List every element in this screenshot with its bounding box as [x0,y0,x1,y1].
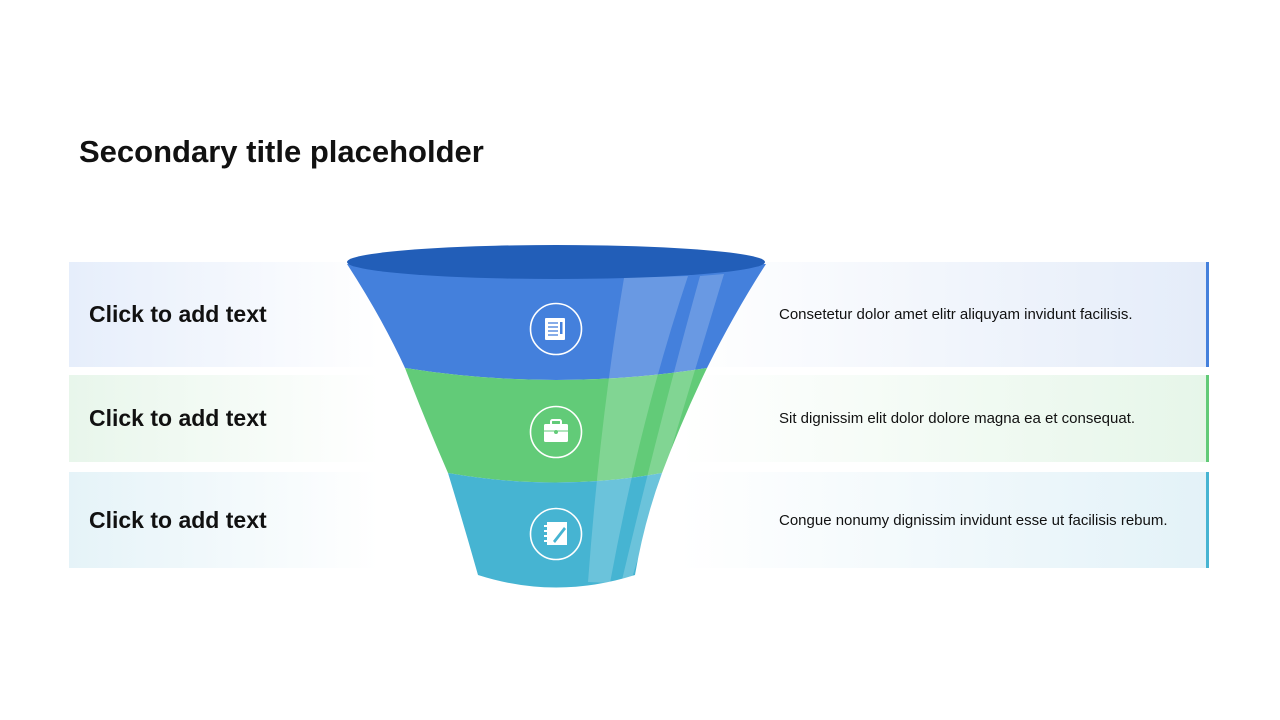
left-label-band-2[interactable]: Click to add text [69,375,379,462]
left-label-band-1[interactable]: Click to add text [69,262,379,367]
description-text[interactable]: Consetetur dolor amet elitr aliquyam inv… [779,306,1133,323]
label-text[interactable]: Click to add text [89,506,267,533]
description-text[interactable]: Sit dignissim elit dolor dolore magna ea… [779,410,1136,427]
briefcase-icon [529,405,583,459]
label-text[interactable]: Click to add text [89,405,267,431]
right-description-band-2[interactable]: Sit dignissim elit dolor dolore magna ea… [680,375,1209,462]
label-text[interactable]: Click to add text [89,301,267,327]
notebook-edit-icon [529,507,583,561]
funnel-top-rim [347,245,765,279]
description-text[interactable]: Congue nonumy dignissim invidunt esse ut… [779,511,1168,529]
slide-title[interactable]: Secondary title placeholder [79,134,484,169]
right-description-band-1[interactable]: Consetetur dolor amet elitr aliquyam inv… [680,262,1209,367]
left-label-band-3[interactable]: Click to add text [69,472,379,568]
right-description-band-3[interactable]: Congue nonumy dignissim invidunt esse ut… [680,472,1209,568]
document-edit-icon [529,302,583,356]
funnel-highlight-thin [622,274,724,580]
funnel-highlight [588,276,688,583]
